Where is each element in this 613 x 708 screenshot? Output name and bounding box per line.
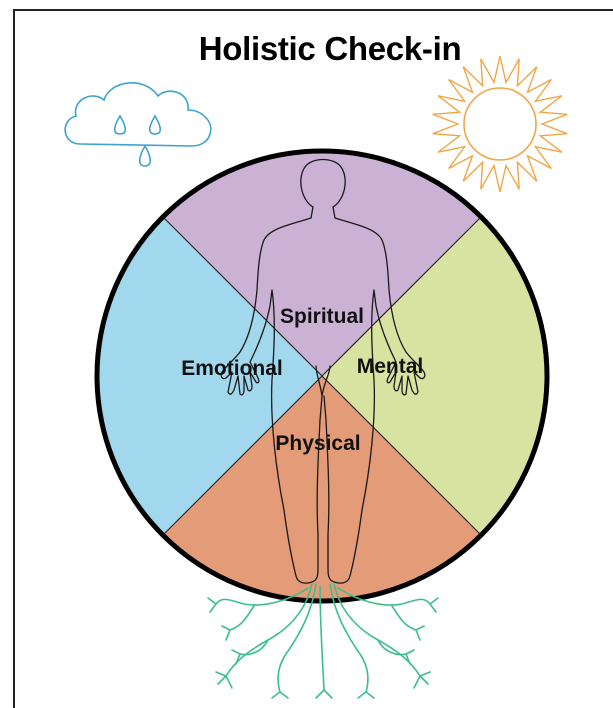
segment-emotional: [97, 151, 322, 601]
label-mental: Mental: [357, 355, 424, 378]
page-frame: [13, 9, 613, 708]
human-figure-icon: [220, 158, 426, 584]
label-physical: Physical: [275, 432, 360, 455]
label-emotional: Emotional: [181, 357, 283, 380]
rain-cloud-icon: [64, 82, 212, 167]
roots-icon: [207, 583, 439, 699]
sun-icon: [432, 55, 568, 193]
segment-spiritual: [97, 151, 547, 376]
page-title: Holistic Check-in: [198, 30, 462, 67]
segment-mental: [322, 151, 547, 601]
segment-physical: [97, 376, 547, 601]
label-spiritual: Spiritual: [280, 305, 364, 328]
wellness-wheel: [94, 148, 550, 604]
